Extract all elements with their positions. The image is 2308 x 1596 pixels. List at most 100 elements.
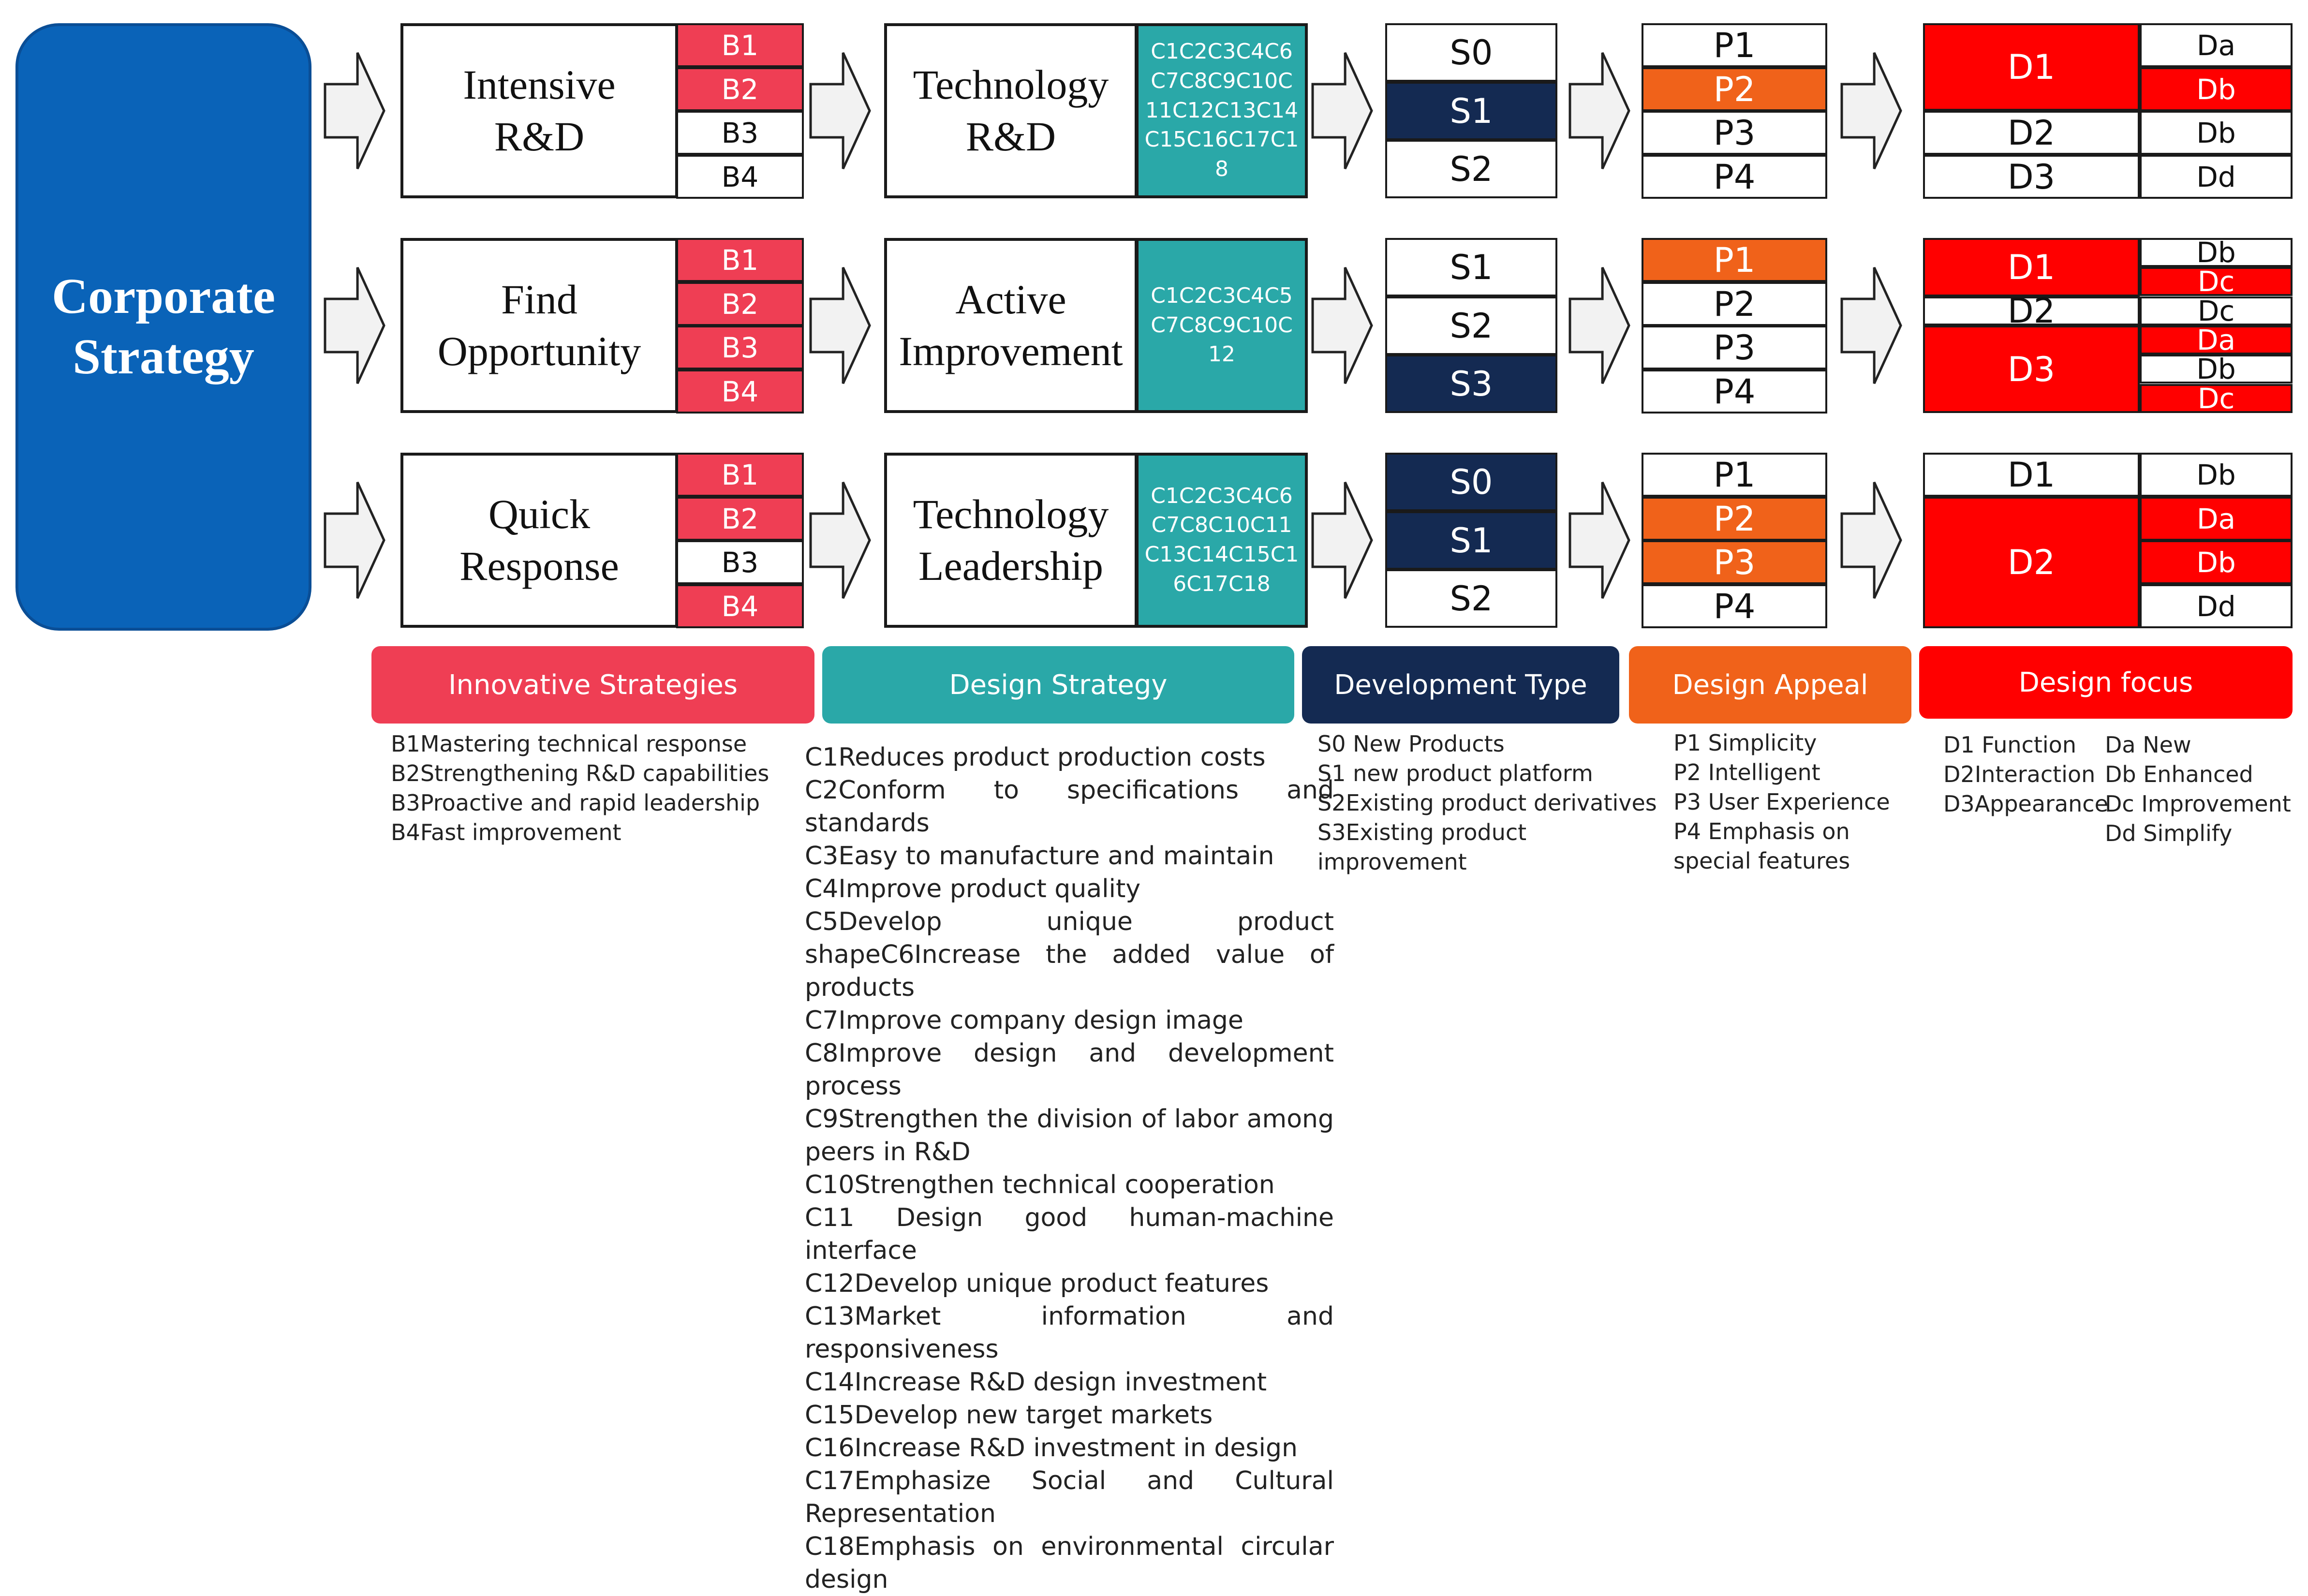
legend-innovative-strategies: B1Mastering technical response B2Strengt…: [391, 731, 769, 845]
header-design-strategy: Design Strategy: [822, 646, 1294, 724]
cell-db-row2: Db: [2140, 353, 2293, 385]
design-strategy-item: C16Increase R&D investment in design: [805, 1433, 1298, 1463]
cell-dc-row2: Dc: [2140, 295, 2293, 327]
strategy-box-row2: Find Opportunity: [400, 238, 678, 413]
cell-d2-row1: D2: [1923, 111, 2140, 155]
design-strategy-item: C18Emphasis on environmental circular de…: [805, 1532, 1334, 1594]
cell-p4-row2: P4: [1642, 369, 1827, 414]
design-codes-row3: C1C2C3C4C6C7C8C10C11C13C14C15C16C17C18: [1136, 453, 1308, 628]
cell-da-row2: Da: [2140, 324, 2293, 356]
design-strategy-item: C7Improve company design image: [805, 1006, 1243, 1035]
cell-da-row1: Da: [2140, 23, 2293, 67]
arrow-row3-5: [1840, 481, 1902, 599]
cell-s1-row1: S1: [1385, 82, 1557, 140]
arrow-row2-1: [324, 266, 385, 384]
cell-p2-row1: P2: [1642, 67, 1827, 111]
arrow-row3-2: [809, 481, 871, 599]
cell-s1-row3: S1: [1385, 511, 1557, 570]
arrow-row3-1: [324, 481, 385, 599]
cell-db-row2: Db: [2140, 236, 2293, 269]
cell-p3-row1: P3: [1642, 111, 1827, 155]
design-codes-row1: C1C2C3C4C6C7C8C9C10C11C12C13C14C15C16C17…: [1136, 23, 1308, 198]
design-strategy-item: C13Market information and responsiveness: [805, 1302, 1334, 1364]
cell-b3-row2: B3: [676, 325, 804, 369]
cell-d3-row1: D3: [1923, 155, 2140, 199]
design-strategy-item: C10Strengthen technical cooperation: [805, 1170, 1275, 1199]
arrow-row2-3: [1311, 266, 1373, 384]
cell-dc-row2: Dc: [2140, 382, 2293, 415]
legend-design-focus-levels: Da New Db Enhanced Dc Improvement Dd Sim…: [2105, 732, 2291, 846]
design-strategy-box-row3: Technology Leadership: [884, 453, 1138, 628]
cell-b4-row2: B4: [676, 369, 804, 414]
arrow-row1-4: [1568, 52, 1630, 170]
cell-s0-row3: S0: [1385, 453, 1557, 511]
arrow-row2-2: [809, 266, 871, 384]
cell-p2-row2: P2: [1642, 282, 1827, 326]
design-strategy-item: C4Improve product quality: [805, 874, 1141, 903]
cell-p4-row1: P4: [1642, 155, 1827, 199]
cell-d1-row3: D1: [1923, 453, 2140, 497]
cell-b1-row1: B1: [676, 23, 804, 67]
arrow-row2-4: [1568, 266, 1630, 384]
cell-b3-row3: B3: [676, 540, 804, 584]
cell-b2-row1: B2: [676, 67, 804, 111]
cell-s2-row3: S2: [1385, 569, 1557, 628]
cell-dd-row1: Dd: [2140, 155, 2293, 199]
legend-design-appeal: P1 Simplicity P2 Intelligent P3 User Exp…: [1673, 730, 1890, 874]
cell-d3-row2: D3: [1923, 325, 2140, 413]
strategy-box-row3: Quick Response: [400, 453, 678, 628]
cell-b1-row2: B1: [676, 238, 804, 282]
legend-development-type: S0 New Products S1 new product platform …: [1317, 731, 1657, 875]
cell-dd-row3: Dd: [2140, 584, 2293, 628]
arrow-row1-5: [1840, 52, 1902, 170]
strategy-box-row1: Intensive R&D: [400, 23, 678, 198]
arrow-row1-2: [809, 52, 871, 170]
design-strategy-item: C14Increase R&D design investment: [805, 1368, 1267, 1397]
cell-db-row1: Db: [2140, 111, 2293, 155]
cell-p1-row3: P1: [1642, 453, 1827, 497]
cell-d2-row3: D2: [1923, 497, 2140, 628]
strategy-diagram: Corporate Strategy Innovative Strategies…: [15, 23, 2293, 1594]
cell-s1-row2: S1: [1385, 238, 1557, 296]
cell-b4-row3: B4: [676, 584, 804, 628]
cell-d1-row2: D1: [1923, 238, 2140, 296]
arrow-row2-5: [1840, 266, 1902, 384]
cell-b3-row1: B3: [676, 111, 804, 155]
cell-p1-row1: P1: [1642, 23, 1827, 67]
cell-d1-row1: D1: [1923, 23, 2140, 111]
corporate-strategy-box: Corporate Strategy: [15, 23, 311, 631]
cell-b2-row3: B2: [676, 497, 804, 541]
flow-arrows: [324, 52, 1902, 599]
arrow-row3-4: [1568, 481, 1630, 599]
cell-s2-row1: S2: [1385, 140, 1557, 198]
arrow-row3-3: [1311, 481, 1373, 599]
header-design-appeal: Design Appeal: [1629, 646, 1911, 724]
design-strategy-box-row2: Active Improvement: [884, 238, 1138, 413]
cell-s3-row2: S3: [1385, 355, 1557, 413]
cell-p3-row3: P3: [1642, 540, 1827, 584]
cell-db-row3: Db: [2140, 540, 2293, 584]
header-development-type: Development Type: [1302, 646, 1619, 724]
header-design-focus: Design focus: [1919, 646, 2293, 719]
design-strategy-item: C12Develop unique product features: [805, 1269, 1269, 1298]
arrow-row1-3: [1311, 52, 1373, 170]
legend-design-focus-dimensions: D1 Function D2Interaction D3Appearance: [1943, 732, 2108, 817]
cell-s0-row1: S0: [1385, 23, 1557, 82]
design-strategy-item: C11 Design good human-machine interface: [805, 1203, 1334, 1265]
cell-d2-row2: D2: [1923, 291, 2140, 331]
cell-db-row1: Db: [2140, 67, 2293, 111]
cell-p3-row2: P3: [1642, 325, 1827, 369]
design-strategy-item: C1Reduces product production costs: [805, 743, 1266, 772]
design-strategy-item: C17Emphasize Social and Cultural Represe…: [805, 1466, 1334, 1528]
design-strategy-item: C9Strengthen the division of labor among…: [805, 1105, 1334, 1167]
cell-b4-row1: B4: [676, 155, 804, 199]
cell-b1-row3: B1: [676, 453, 804, 497]
cell-p1-row2: P1: [1642, 238, 1827, 282]
design-strategy-item: C3Easy to manufacture and maintain: [805, 842, 1274, 871]
cell-da-row3: Da: [2140, 497, 2293, 541]
design-codes-row2: C1C2C3C4C5C7C8C9C10C12: [1136, 238, 1308, 413]
header-innovative-strategies: Innovative Strategies: [371, 646, 814, 724]
cell-p2-row3: P2: [1642, 497, 1827, 541]
design-strategy-box-row1: Technology R&D: [884, 23, 1138, 198]
